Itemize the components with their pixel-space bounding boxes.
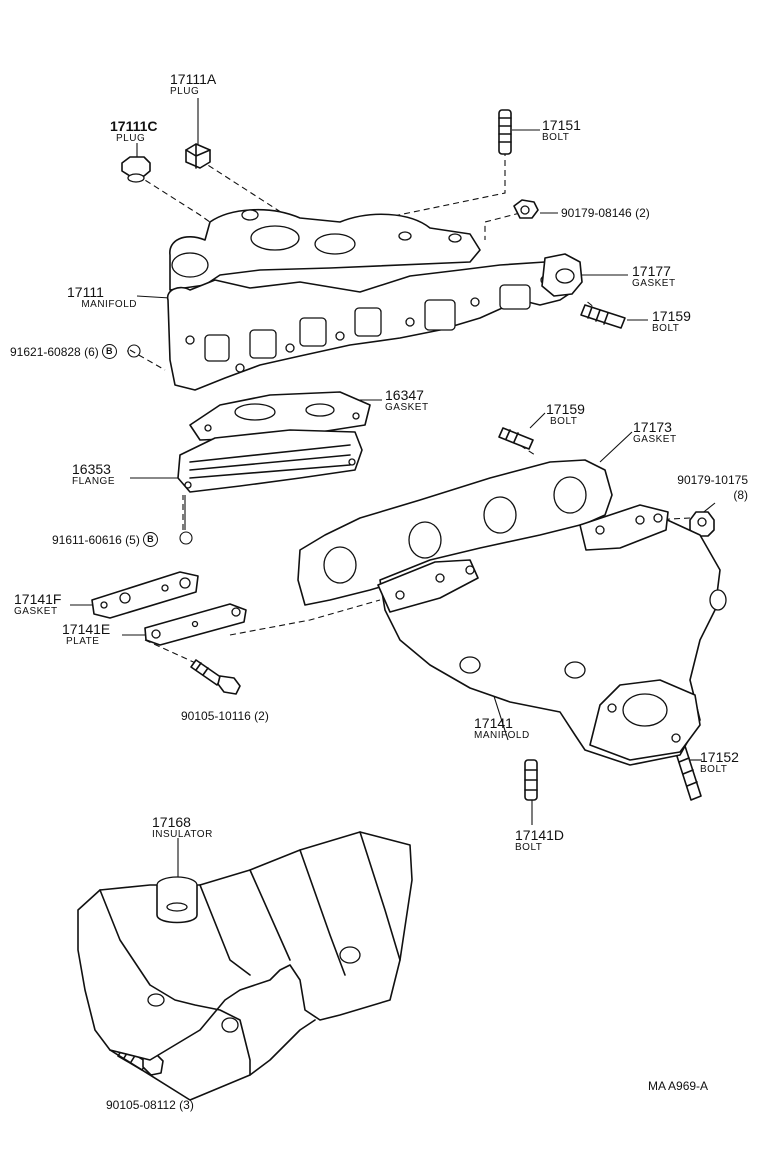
label-17159-mid: 17159 BOLT [546,402,585,427]
part-number: 90179-08146 (2) [561,206,650,220]
part-number: 16347 [385,387,424,403]
label-17111a: 17111A PLUG [170,72,216,97]
part-number: 17141F [14,591,62,607]
part-name: PLATE [66,636,100,647]
part-name: GASKET [632,278,676,289]
bolt-17159-mid-drawing [498,427,534,450]
gasket-17141f-drawing [91,571,199,619]
part-number: 17111 [67,284,104,300]
plug-17111a-drawing [185,143,211,169]
part-name: FLANGE [72,476,116,487]
bolt-17152-drawing [674,745,702,801]
label-17141f: 17141F GASKET [14,592,61,617]
exhaust-manifold-17141-drawing [377,504,727,766]
diagram-code: MA A969-A [648,1080,708,1092]
part-name: BOLT [515,842,543,853]
part-name: PLUG [116,133,146,144]
label-17151: 17151 BOLT [542,118,581,143]
intake-manifold-17111-drawing [166,208,581,391]
part-number: 90105-10116 (2) [181,709,269,723]
flange-16353-drawing [177,429,363,493]
nut-90179-10175-drawing [689,511,715,537]
part-name: PLUG [170,86,200,97]
part-number: 17177 [632,263,671,279]
label-16347: 16347 GASKET [385,388,429,413]
label-90179-08146: 90179-08146 (2) [561,207,650,219]
label-17173: 17173 GASKET [633,420,677,445]
nut-90179-08146-drawing [513,199,539,219]
part-name: BOLT [700,764,728,775]
label-16353: 16353 FLANGE [72,462,115,487]
part-number: 17141 [474,715,513,731]
gasket-17177-drawing [541,253,583,297]
label-90105-08112: 90105-08112 (3) [106,1099,194,1111]
label-17141e: 17141E PLATE [62,622,110,647]
label-90179-10175: 90179-10175 (8) [648,474,748,501]
part-number: 17141E [62,621,111,637]
label-17111: 17111 MANIFOLD [63,285,137,310]
part-number: 16353 [72,461,111,477]
label-17177: 17177 GASKET [632,264,676,289]
part-number: 90179-10175 [677,473,748,487]
label-17168: 17168 INSULATOR [152,815,213,840]
plug-17111c-drawing [121,156,151,183]
label-17141: 17141 MANIFOLD [474,716,530,741]
bolt-90105-10116-drawing [190,659,241,695]
part-number: 17168 [152,814,191,830]
part-number: 17151 [542,117,581,133]
label-90105-10116: 90105-10116 (2) [181,710,269,722]
bolt-17141d-drawing [524,759,538,801]
part-number: 17141D [515,827,565,843]
part-number: 17111C [110,118,158,134]
gasket-16347-drawing [189,391,371,441]
part-name: MANIFOLD [81,299,137,310]
ref-b-marker: B [101,344,117,360]
bolt-17151-drawing [498,109,512,155]
ref-b-marker: B [142,532,158,548]
part-number: 17159 [546,401,585,417]
part-quantity: (8) [733,488,748,502]
bolt-17159-upper-drawing [580,304,626,329]
part-number: 17173 [633,419,672,435]
part-name: BOLT [542,132,570,143]
label-17111c: 17111C PLUG [110,119,158,144]
label-17152: 17152 BOLT [700,750,739,775]
part-number: 17111A [170,71,217,87]
part-name: BOLT [550,416,578,427]
insulator-17168-drawing [77,831,413,1101]
part-number: 91621-60828 (6) [10,345,99,359]
part-number: 17159 [652,308,691,324]
plate-17141e-drawing [144,603,247,646]
label-17159-upper: 17159 BOLT [652,309,691,334]
gasket-17173-drawing [297,459,613,606]
part-name: BOLT [652,323,680,334]
part-name: GASKET [14,606,58,617]
part-number: 90105-08112 (3) [106,1098,194,1112]
part-name: GASKET [385,402,429,413]
label-17141d: 17141D BOLT [515,828,564,853]
label-91621-60828: 91621-60828 (6)B [10,344,117,360]
label-91611-60616: 91611-60616 (5)B [52,532,158,548]
part-name: GASKET [633,434,677,445]
part-number: 91611-60616 (5) [52,533,140,547]
diagram-code-text: MA A969-A [648,1079,709,1093]
part-number: 17152 [700,749,739,765]
part-name: MANIFOLD [474,730,530,741]
part-name: INSULATOR [152,829,213,840]
